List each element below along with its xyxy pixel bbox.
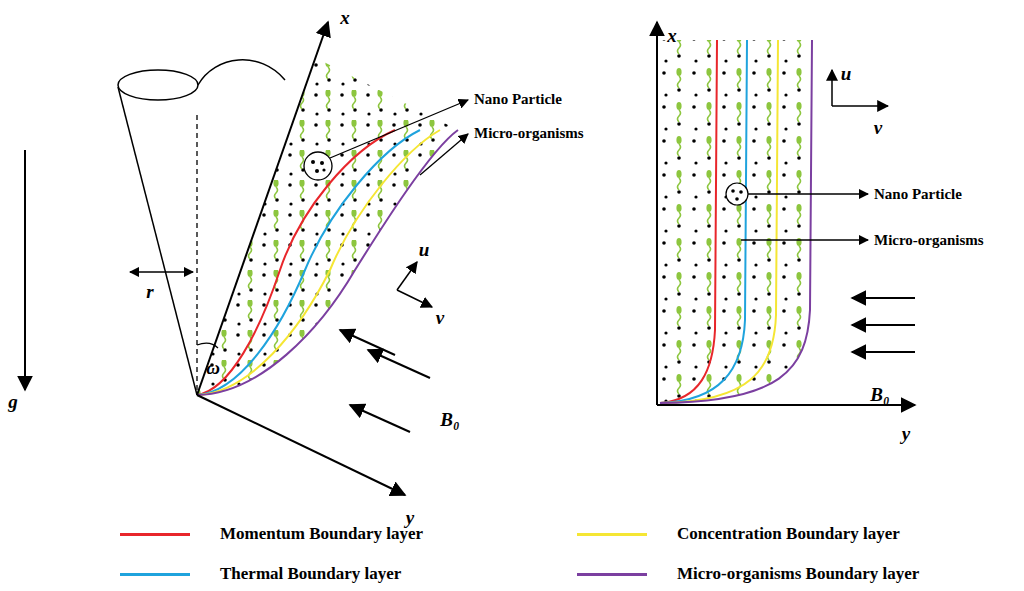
momentum-layer <box>197 130 395 395</box>
axis-label: x <box>340 8 350 29</box>
legend-row: Concentration Boundary layer <box>577 524 900 544</box>
momentum-layer <box>660 40 717 403</box>
legend-swatch <box>577 533 647 536</box>
x-axis <box>197 22 328 395</box>
axis-label: x <box>667 26 677 47</box>
leader-line <box>420 134 468 175</box>
legend-text: Thermal Boundary layer <box>220 564 401 584</box>
symbol-label: g <box>8 392 18 413</box>
symbol-label: v <box>874 118 882 139</box>
gravity-arrow <box>24 150 26 390</box>
cone-axis <box>196 115 197 395</box>
legend-swatch <box>577 573 647 576</box>
v-arrow <box>397 290 432 307</box>
v-arrow <box>832 105 888 107</box>
field-arrow <box>852 324 915 326</box>
symbol-label: B₀ <box>440 410 459 431</box>
legend-row: Thermal Boundary layer <box>120 564 401 584</box>
legend-text: Micro-organisms Boundary layer <box>677 564 919 584</box>
callout-label: Micro-organisms <box>874 232 984 249</box>
microorganism-layer <box>197 130 458 395</box>
field-arrow <box>852 297 915 299</box>
symbol-label: ω <box>206 358 220 379</box>
legend-text: Concentration Boundary layer <box>677 524 900 544</box>
field-arrow <box>340 330 395 355</box>
nano-particle <box>726 183 748 205</box>
symbol-label: r <box>146 282 153 303</box>
legend-swatch <box>120 573 190 576</box>
y-axis <box>197 395 405 495</box>
cone-edge <box>118 87 197 395</box>
leader-line <box>741 239 868 240</box>
field-arrow <box>368 350 430 378</box>
legend-row: Momentum Boundary layer <box>120 524 423 544</box>
callout-label: Nano Particle <box>474 91 562 108</box>
thermal-layer <box>660 40 747 403</box>
concentration-layer <box>197 130 440 395</box>
callout-label: Nano Particle <box>874 186 962 203</box>
symbol-label: u <box>419 240 430 261</box>
field-arrow <box>852 351 915 353</box>
u-arrow <box>397 262 417 290</box>
nano-particle <box>304 152 332 180</box>
leader-line <box>330 100 468 158</box>
particle-region <box>197 58 458 395</box>
radius-arrow <box>130 271 193 272</box>
x-axis <box>656 22 658 405</box>
legend-text: Momentum Boundary layer <box>220 524 423 544</box>
particle-region <box>660 40 812 403</box>
cone-top <box>118 70 198 100</box>
legend-row: Micro-organisms Boundary layer <box>577 564 919 584</box>
microorganism-layer <box>660 40 812 403</box>
thermal-layer <box>197 130 420 395</box>
symbol-label: u <box>841 64 852 85</box>
u-arrow <box>831 70 833 106</box>
axis-label: y <box>902 424 910 445</box>
legend-swatch <box>120 533 190 536</box>
concentration-layer <box>660 40 778 403</box>
leader-line <box>748 193 868 194</box>
callout-label: Micro-organisms <box>474 125 584 142</box>
field-arrow <box>350 405 410 432</box>
symbol-label: v <box>436 308 444 329</box>
symbol-label: B₀ <box>870 385 889 406</box>
cone-back <box>198 60 285 85</box>
